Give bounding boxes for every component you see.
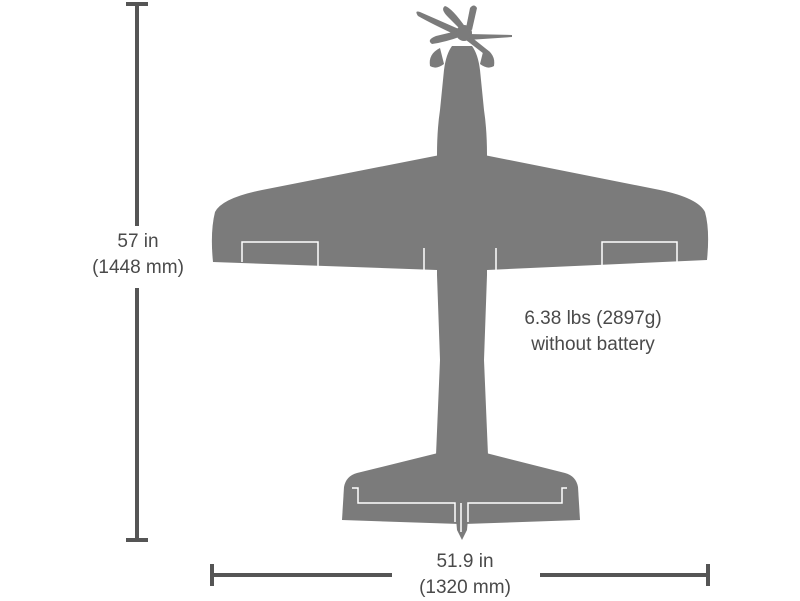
weight-label: 6.38 lbs (2897g) without battery (500, 306, 686, 358)
horizontal-stabilizer (342, 453, 580, 524)
left-aileron-outline (241, 241, 319, 266)
width-dimension-label: 51.9 in (1320 mm) (390, 549, 540, 601)
width-metric: (1320 mm) (419, 577, 511, 598)
left-elevator-outline (352, 487, 456, 522)
propeller (416, 5, 512, 58)
width-dimension-line (210, 564, 710, 586)
right-aileron-outline (601, 241, 678, 266)
height-dimension-line (126, 2, 148, 542)
control-surface-lines (241, 241, 678, 532)
weight-value: 6.38 lbs (2897g) (524, 308, 662, 329)
width-imperial: 51.9 in (436, 551, 494, 572)
height-dimension-label: 57 in (1448 mm) (76, 229, 200, 281)
right-elevator-outline (467, 487, 567, 522)
airplane-silhouette (211, 5, 709, 540)
weight-note: without battery (531, 334, 655, 355)
height-imperial: 57 in (117, 231, 159, 252)
height-metric: (1448 mm) (92, 257, 184, 278)
main-wing (211, 155, 709, 270)
